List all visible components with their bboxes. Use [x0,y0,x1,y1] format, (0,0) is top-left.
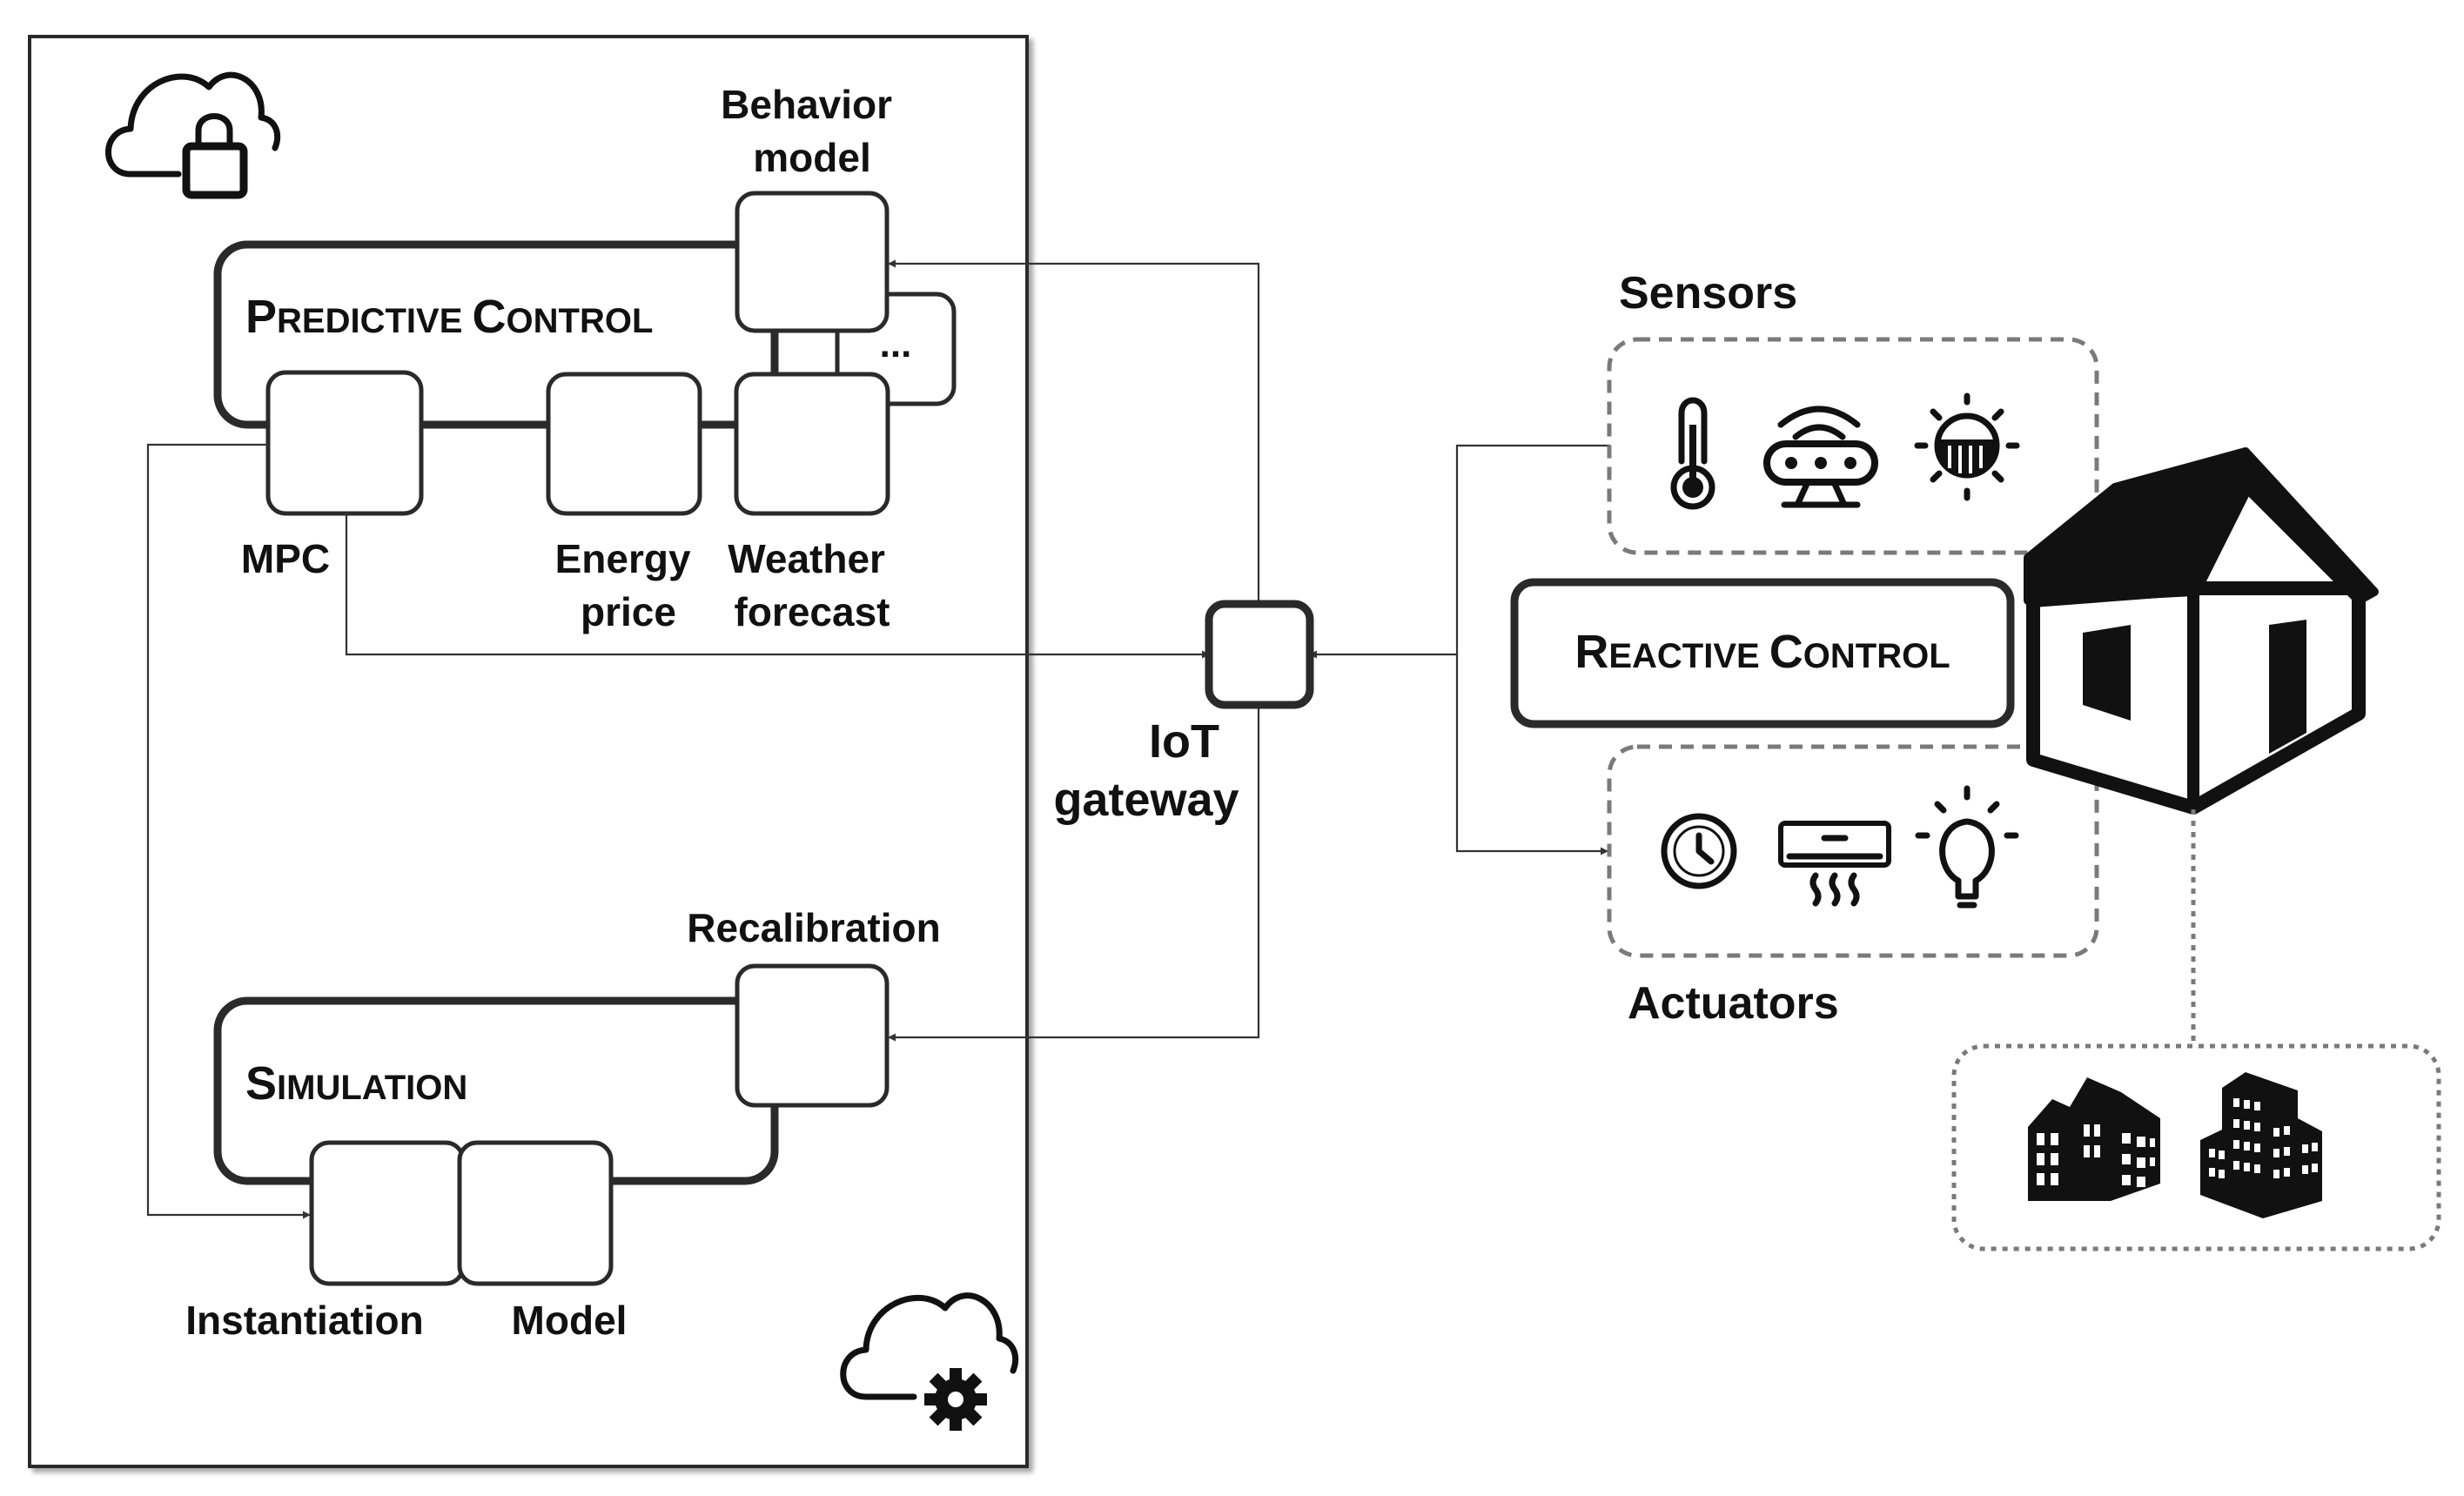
cloud-gear-icon [840,1292,1019,1431]
simulation-label: SIMULATION [245,1057,467,1110]
light-bulb-icon [1915,785,2019,909]
reactive-control-box [1510,578,2015,728]
weather-forecast-label: Weather forecast [728,536,896,634]
mpc-box [265,370,424,516]
thermometer-icon [1670,397,1715,510]
house-icon [2024,447,2379,815]
behavior-model-label: Behavior model [721,82,903,180]
cloud-lock-icon [105,71,281,199]
sensors-title: Sensors [1619,268,1797,319]
reactive-control-label: REACTIVE CONTROL [1574,626,1950,678]
mpc-label: MPC [241,536,330,581]
behavior-model-box [735,191,890,333]
instantiation-box [309,1140,466,1286]
energy-price-label: Energy price [555,536,702,634]
ellipsis-label: ... [880,323,912,366]
predictive-control-label: PREDICTIVE CONTROL [245,291,653,343]
weather-forecast-box [734,372,890,516]
actuators-title: Actuators [1628,978,1839,1029]
arrow-to-actuators [1455,654,1608,855]
air-conditioner-icon [1778,821,1891,907]
recalibration-label: Recalibration [687,905,940,950]
actuators-group [1607,744,2099,958]
recalibration-box [735,963,890,1108]
sensors-group [1607,337,2099,555]
energy-price-box [546,372,702,516]
arrow-sensors-to-gateway [1309,444,1610,659]
district-buildings-group [1951,1043,2441,1251]
arrow-mpc-to-gateway [345,513,1210,659]
arrow-gateway-to-recalibration [888,701,1260,1042]
presence-sensor-icon [1763,406,1878,508]
iot-gateway-box [1205,600,1314,709]
iot-gateway-label: IoT gateway [1053,715,1239,826]
model-box [457,1140,614,1286]
apartment-building-icon [2028,1077,2160,1201]
arrow-gateway-to-behavior-model [888,259,1260,609]
arrow-mpc-to-instantiation [146,443,311,1219]
instantiation-label: Instantiation [185,1298,423,1343]
model-label: Model [512,1298,628,1343]
office-building-icon [2200,1072,2322,1218]
thermostat-dial-icon [1661,813,1737,889]
light-sensor-icon [1914,392,2020,501]
